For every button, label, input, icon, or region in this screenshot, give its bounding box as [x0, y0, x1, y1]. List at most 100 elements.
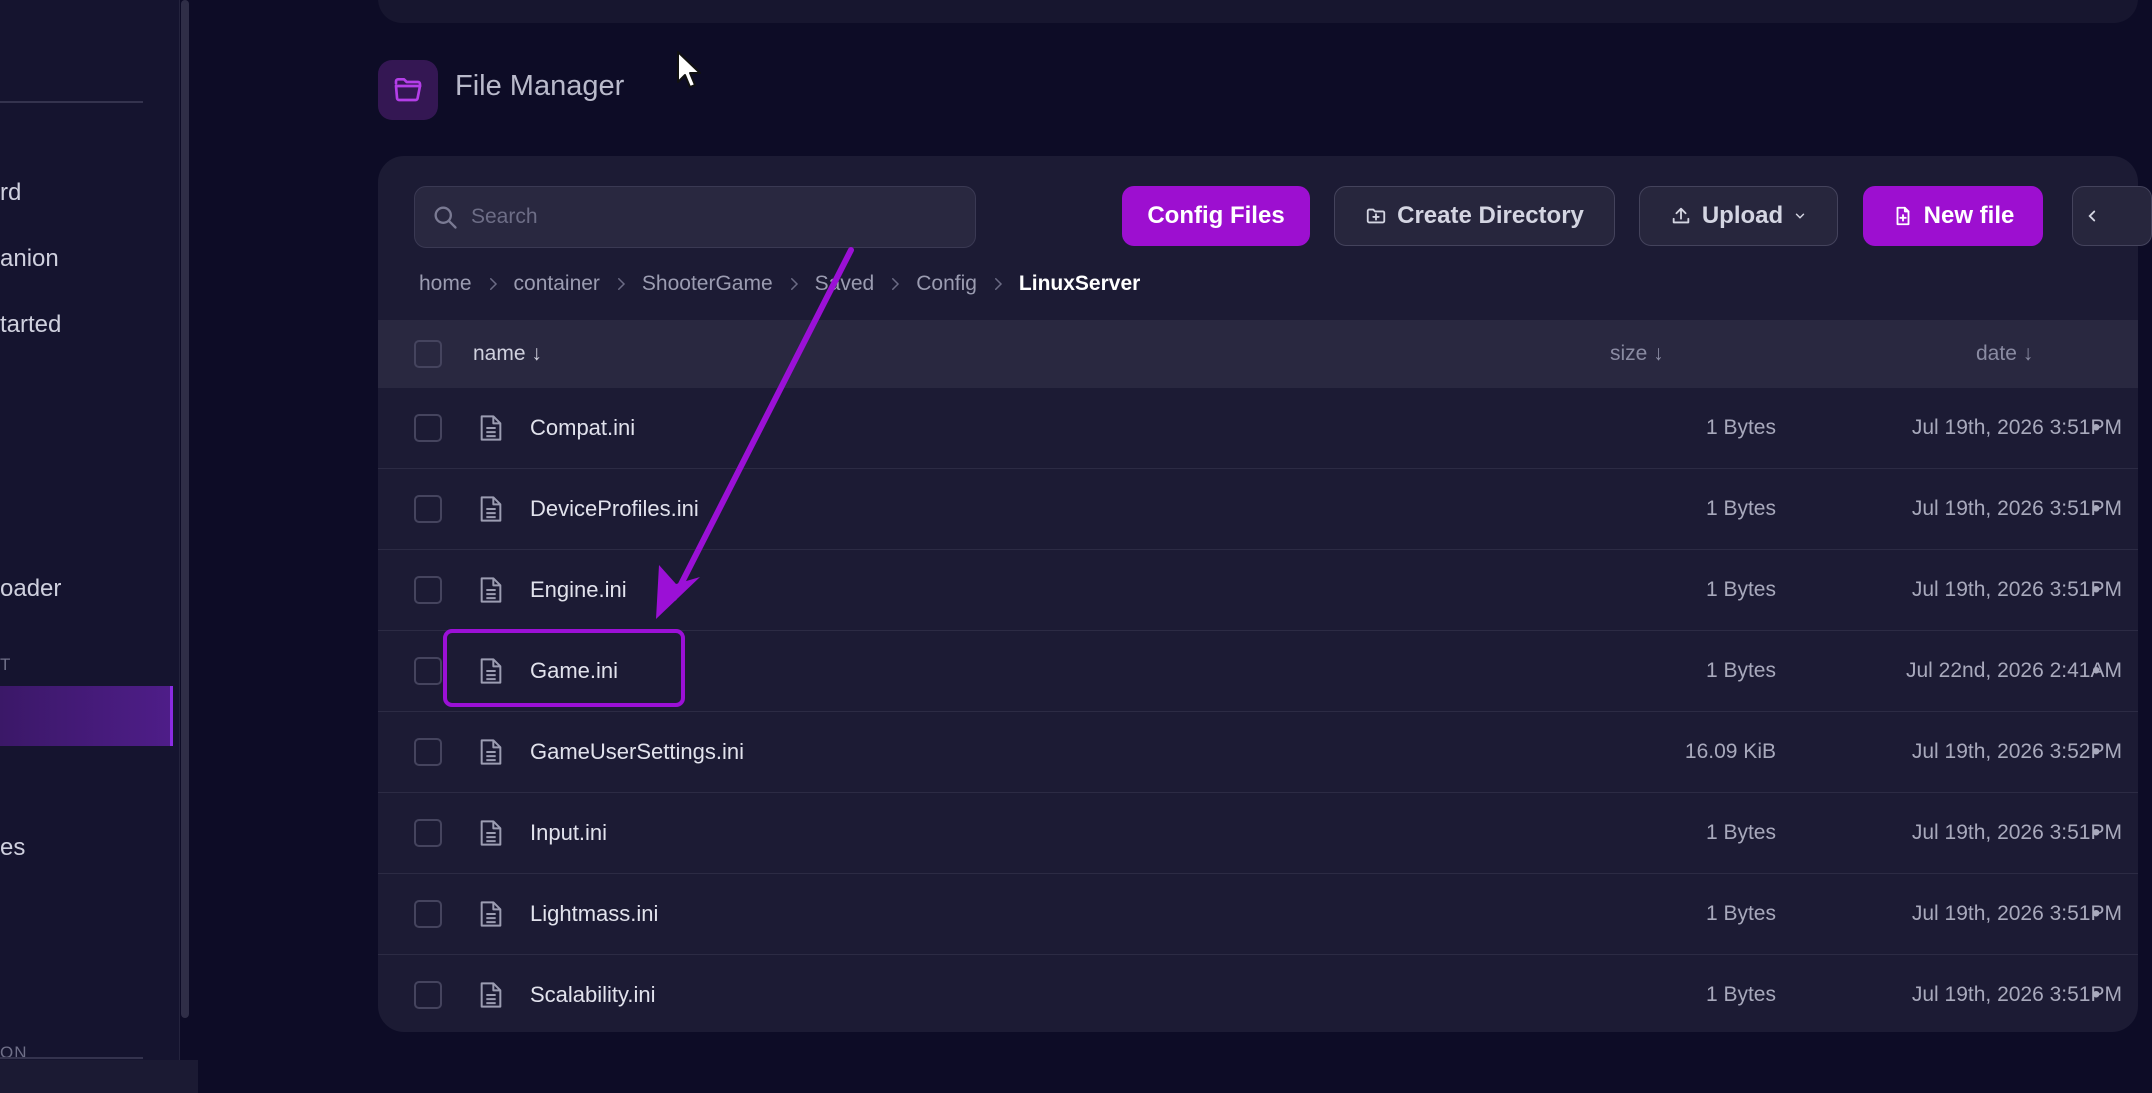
file-text-icon	[480, 658, 502, 684]
more-icon[interactable]: •	[2092, 819, 2101, 846]
sidebar-item-getting-started[interactable]: tarted	[0, 311, 62, 338]
file-size: 1 Bytes	[1705, 821, 1776, 844]
row-checkbox[interactable]	[414, 657, 442, 685]
row-checkbox[interactable]	[414, 495, 442, 523]
more-icon[interactable]: •	[2092, 576, 2101, 603]
chevron-right-icon	[892, 278, 900, 290]
file-name[interactable]: Engine.ini	[530, 577, 627, 602]
table-row[interactable]: Scalability.ini 1 Bytes Jul 19th, 2026 3…	[378, 955, 2138, 1035]
row-checkbox[interactable]	[414, 900, 442, 928]
file-size: 1 Bytes	[1705, 416, 1776, 439]
table-row[interactable]: Game.ini 1 Bytes Jul 22nd, 2026 2:41AM •	[378, 631, 2138, 712]
file-name[interactable]: Compat.ini	[530, 415, 636, 440]
file-text-icon	[480, 577, 502, 603]
file-name[interactable]: Game.ini	[530, 658, 619, 683]
file-text-icon	[480, 496, 502, 522]
search-input[interactable]	[469, 204, 953, 230]
file-size: 1 Bytes	[1705, 659, 1776, 682]
row-checkbox[interactable]	[414, 414, 442, 442]
mouse-cursor-icon	[677, 51, 701, 88]
row-checkbox[interactable]	[414, 819, 442, 847]
breadcrumb-saved[interactable]: Saved	[814, 272, 875, 295]
column-header-name[interactable]: name ↓	[473, 342, 542, 365]
file-date: Jul 19th, 2026 3:51PM	[1911, 821, 2122, 844]
sidebar-item-files[interactable]: es	[0, 834, 26, 861]
file-date: Jul 19th, 2026 3:51PM	[1911, 902, 2122, 925]
file-plus-icon	[1896, 206, 1910, 226]
folder-plus-icon	[1366, 208, 1386, 224]
chevron-right-icon	[489, 278, 497, 290]
more-icon[interactable]: •	[2092, 495, 2101, 522]
upload-button[interactable]: Upload	[1639, 186, 1838, 246]
file-name[interactable]: GameUserSettings.ini	[530, 739, 744, 764]
file-name[interactable]: Scalability.ini	[530, 982, 656, 1007]
file-name[interactable]: Lightmass.ini	[530, 901, 659, 926]
search-icon	[434, 206, 457, 229]
page-title: File Manager	[455, 70, 625, 102]
file-name[interactable]: DeviceProfiles.ini	[530, 496, 699, 521]
more-icon[interactable]: •	[2092, 657, 2101, 684]
top-bar	[378, 0, 2138, 23]
breadcrumb-config[interactable]: Config	[916, 272, 977, 295]
sidebar-footer	[0, 1060, 198, 1093]
table-header: name ↓ size ↓ date ↓	[378, 320, 2138, 388]
more-icon[interactable]: •	[2092, 981, 2101, 1008]
file-date: Jul 19th, 2026 3:51PM	[1911, 416, 2122, 439]
search-box[interactable]	[414, 186, 976, 248]
row-checkbox[interactable]	[414, 738, 442, 766]
breadcrumb: home container ShooterGame Saved Config …	[419, 266, 1140, 302]
row-checkbox[interactable]	[414, 981, 442, 1009]
file-size: 1 Bytes	[1705, 902, 1776, 925]
table-row[interactable]: Compat.ini 1 Bytes Jul 19th, 2026 3:51PM…	[378, 388, 2138, 469]
sidebar-scrollbar[interactable]	[181, 0, 189, 1018]
chevron-right-icon	[994, 278, 1002, 290]
file-date: Jul 22nd, 2026 2:41AM	[1906, 659, 2122, 682]
table-row[interactable]: Lightmass.ini 1 Bytes Jul 19th, 2026 3:5…	[378, 874, 2138, 955]
create-directory-button[interactable]: Create Directory	[1334, 186, 1615, 246]
table-row[interactable]: Engine.ini 1 Bytes Jul 19th, 2026 3:51PM…	[378, 550, 2138, 631]
more-icon[interactable]: •	[2092, 414, 2101, 441]
sidebar-divider	[0, 101, 143, 103]
chevron-right-icon	[617, 278, 625, 290]
table-row[interactable]: GameUserSettings.ini 16.09 KiB Jul 19th,…	[378, 712, 2138, 793]
file-date: Jul 19th, 2026 3:51PM	[1911, 497, 2122, 520]
file-size: 1 Bytes	[1705, 578, 1776, 601]
more-actions-button[interactable]	[2072, 186, 2152, 246]
chevron-left-icon	[2088, 210, 2096, 222]
more-icon[interactable]: •	[2092, 738, 2101, 765]
sidebar-item-dashboard[interactable]: rd	[0, 179, 22, 206]
config-files-button[interactable]: Config Files	[1122, 186, 1310, 246]
file-text-icon	[480, 901, 502, 927]
column-header-size[interactable]: size ↓	[1610, 342, 1664, 365]
file-date: Jul 19th, 2026 3:51PM	[1911, 578, 2122, 601]
breadcrumb-shootergame[interactable]: ShooterGame	[641, 272, 773, 295]
breadcrumb-current: LinuxServer	[1018, 272, 1141, 295]
file-list: Compat.ini 1 Bytes Jul 19th, 2026 3:51PM…	[378, 388, 2138, 1035]
more-icon[interactable]: •	[2092, 900, 2101, 927]
select-all-checkbox[interactable]	[414, 340, 442, 368]
chevron-down-icon	[1795, 213, 1805, 219]
file-size: 1 Bytes	[1705, 497, 1776, 520]
file-name[interactable]: Input.ini	[530, 820, 608, 845]
sidebar-divider	[0, 1057, 143, 1059]
breadcrumb-container[interactable]: container	[513, 272, 600, 295]
sidebar-item-companion[interactable]: anion	[0, 245, 59, 272]
table-row[interactable]: DeviceProfiles.ini 1 Bytes Jul 19th, 202…	[378, 469, 2138, 550]
upload-icon	[1672, 207, 1690, 224]
file-text-icon	[480, 739, 502, 765]
sidebar-item-loader[interactable]: oader	[0, 575, 62, 602]
breadcrumb-home[interactable]: home	[419, 272, 472, 295]
file-text-icon	[480, 415, 502, 441]
file-text-icon	[480, 820, 502, 846]
chevron-right-icon	[790, 278, 798, 290]
file-date: Jul 19th, 2026 3:52PM	[1911, 740, 2122, 763]
file-size: 16.09 KiB	[1684, 740, 1776, 763]
sidebar-item-file-manager-active[interactable]	[0, 686, 173, 746]
file-date: Jul 19th, 2026 3:51PM	[1911, 983, 2122, 1006]
column-header-date[interactable]: date ↓	[1976, 342, 2034, 365]
new-file-button[interactable]: New file	[1863, 186, 2043, 246]
table-row[interactable]: Input.ini 1 Bytes Jul 19th, 2026 3:51PM …	[378, 793, 2138, 874]
file-manager-panel: Config Files Create Directory Upload New…	[378, 156, 2152, 1035]
row-checkbox[interactable]	[414, 576, 442, 604]
sidebar-section-label: T	[0, 655, 12, 674]
